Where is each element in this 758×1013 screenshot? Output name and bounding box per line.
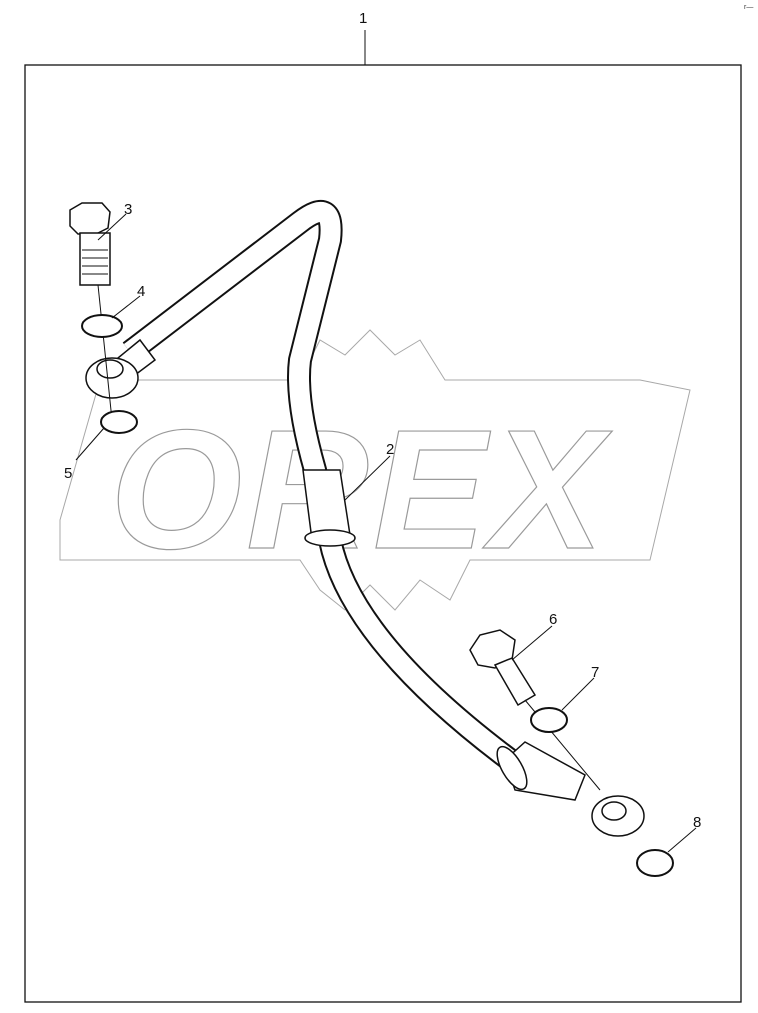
washer-upper-bottom [100,410,138,434]
callout-6: 6 [549,611,557,628]
callout-7: 7 [591,664,599,681]
banjo-bolt-upper [69,202,113,421]
callout-1: 1 [359,10,367,27]
watermark-text: OREX [110,395,612,585]
callout-3: 3 [124,201,132,218]
assembly-frame [24,64,742,1003]
callout-4: 4 [137,283,145,300]
callout-2: 2 [386,441,394,458]
washer-lower-top [530,707,568,733]
corner-mark: r— [744,4,753,11]
callout-8: 8 [693,814,701,831]
banjo-bolt-lower [469,629,601,791]
washer-lower-bottom [636,849,674,877]
callout-5: 5 [64,465,72,482]
pipe [85,200,645,837]
orex-watermark-logo: OREX [59,329,691,611]
washer-upper-top [81,314,123,338]
leader-lines [75,213,697,853]
